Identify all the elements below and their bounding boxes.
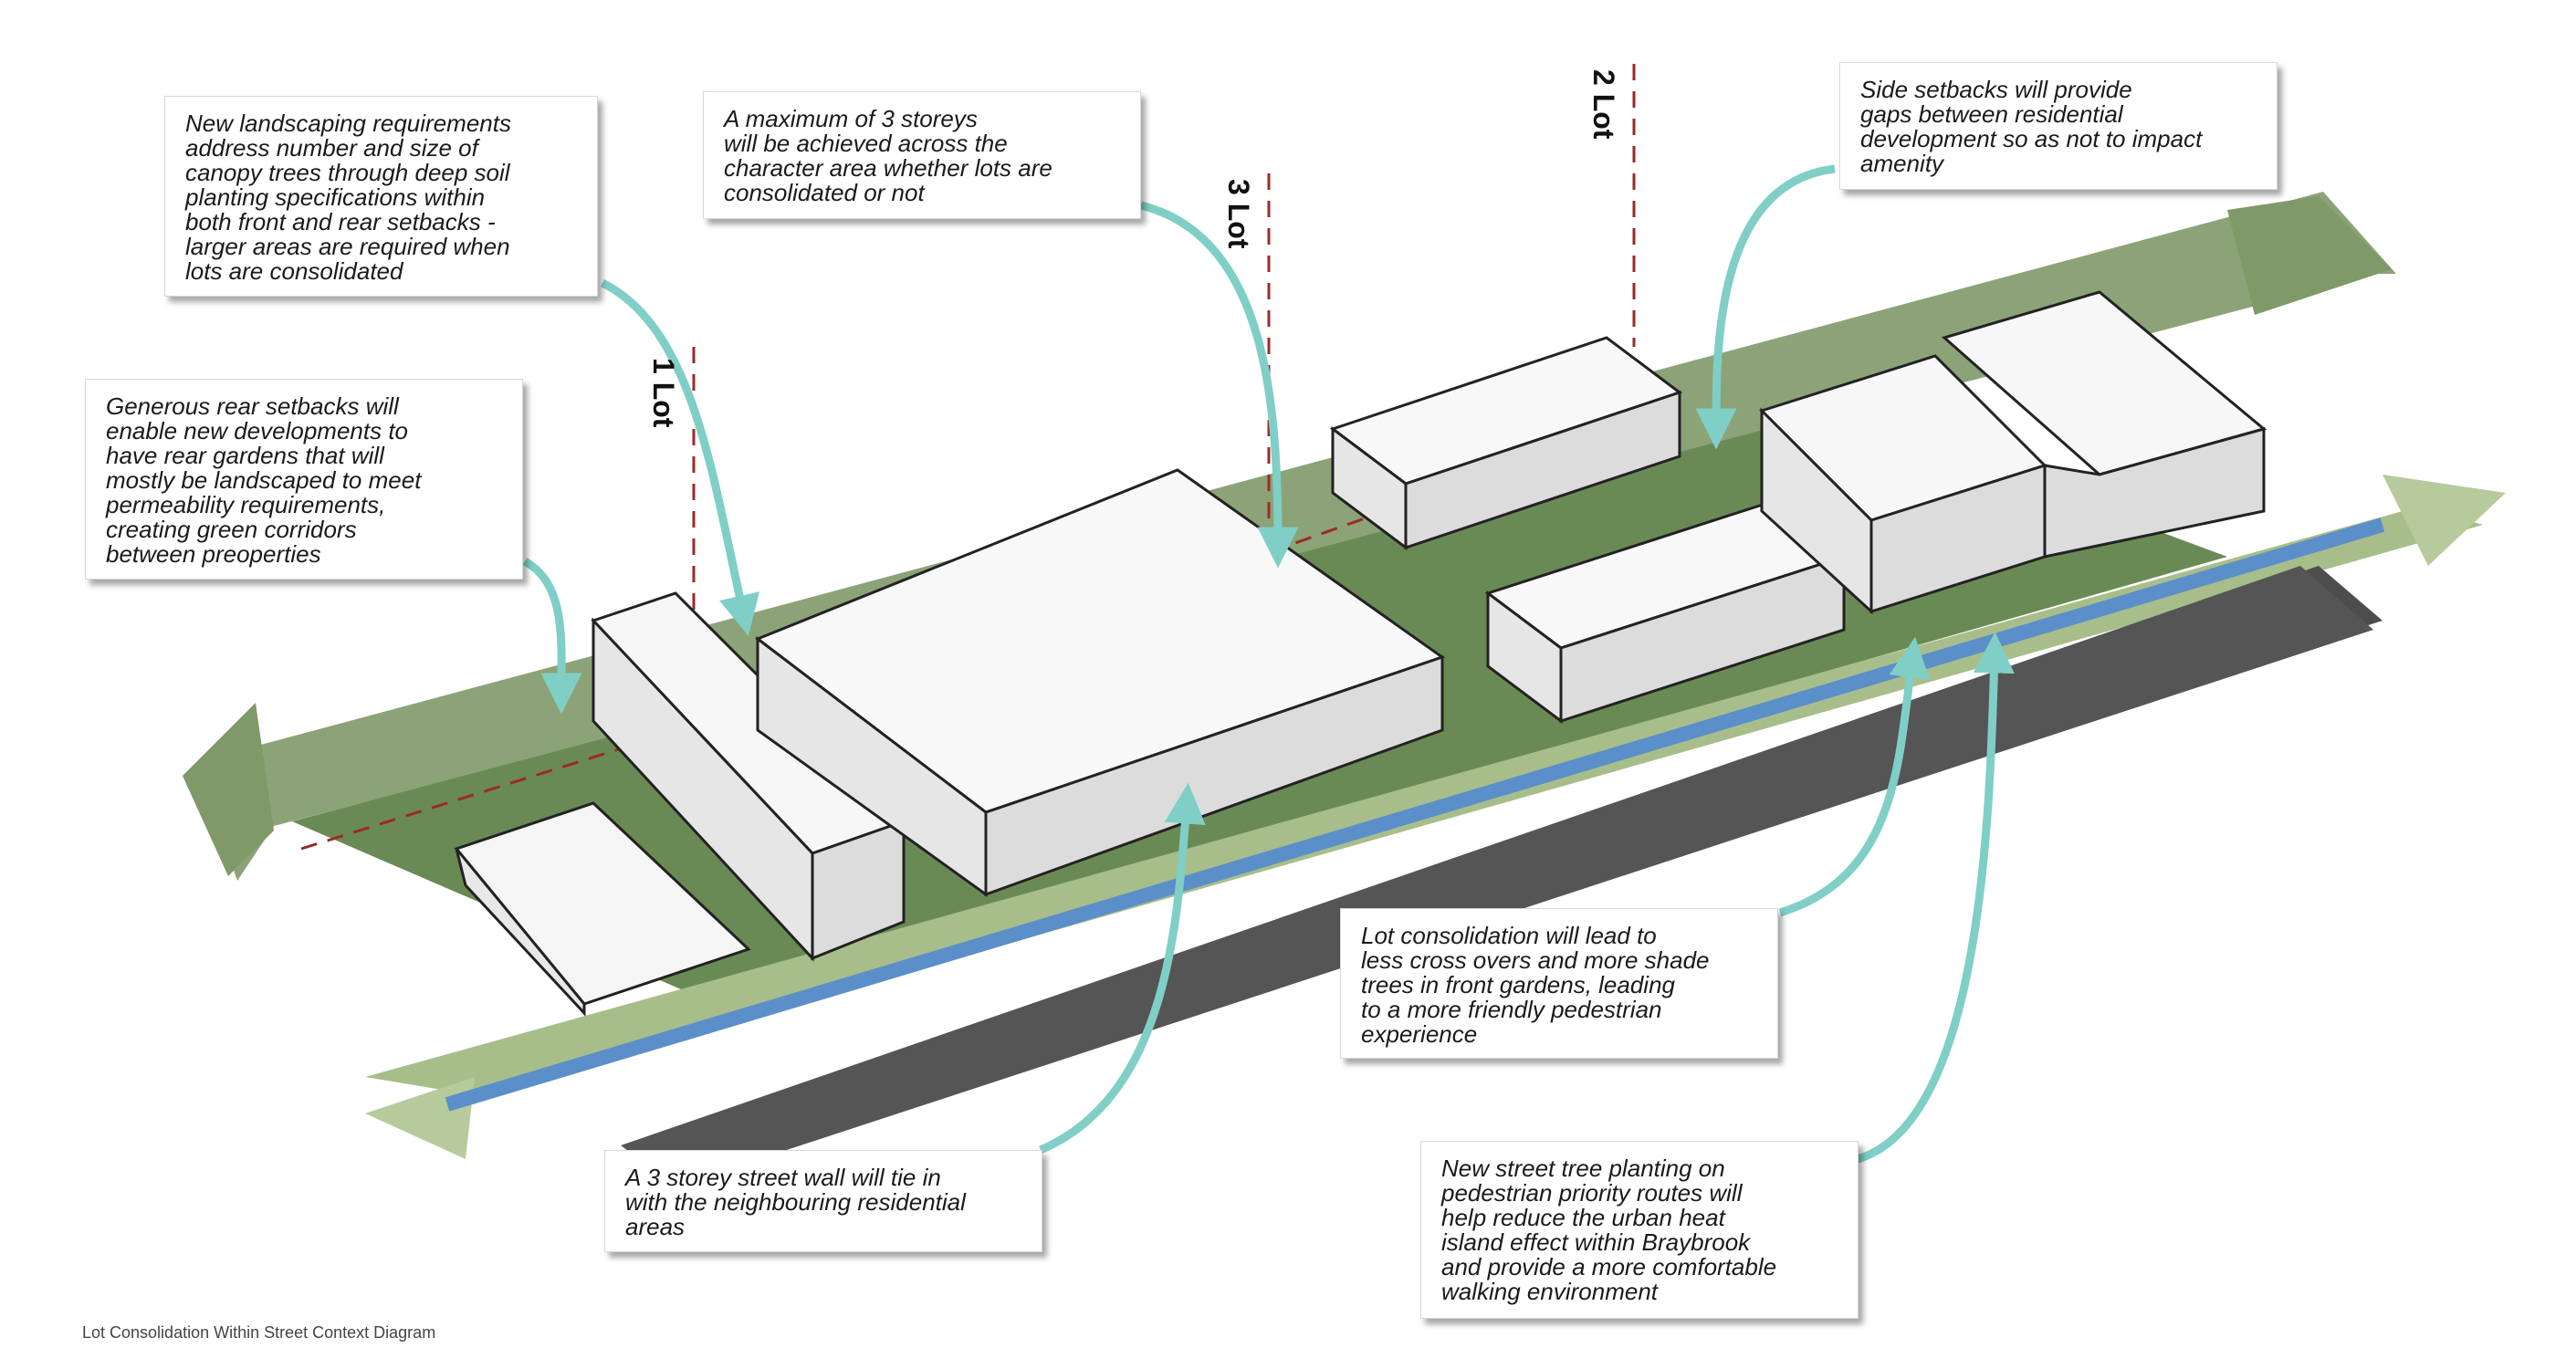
building-houses-right [1759, 290, 2267, 615]
lot-label-1: 1 Lot [647, 358, 680, 428]
building-house-left [454, 801, 751, 1017]
annotation-lot-consolidation: Lot consolidation will lead to less cros… [1340, 908, 1778, 1059]
annotation-max-storeys: A maximum of 3 storeys will be achieved … [703, 91, 1141, 219]
lot-label-3: 3 Lot [1222, 179, 1255, 249]
annotation-rear-setbacks: Generous rear setbacks will enable new d… [85, 379, 523, 580]
annotation-street-trees: New street tree planting on pedestrian p… [1420, 1141, 1859, 1319]
annotation-side-setbacks: Side setbacks will provide gaps between … [1839, 62, 2278, 190]
annotation-street-wall: A 3 storey street wall will tie in with … [604, 1150, 1042, 1252]
building-1-lot [591, 591, 906, 962]
building-2-lot-front [1484, 500, 1848, 724]
annotation-landscaping: New landscaping requirements address num… [164, 96, 598, 297]
pedestrian-path [445, 517, 2385, 1112]
lot-label-2: 2 Lot [1587, 69, 1620, 140]
diagram-caption: Lot Consolidation Within Street Context … [82, 1323, 436, 1342]
building-2-lot-rear [1329, 336, 1683, 550]
callout-arrows [522, 164, 2015, 1164]
